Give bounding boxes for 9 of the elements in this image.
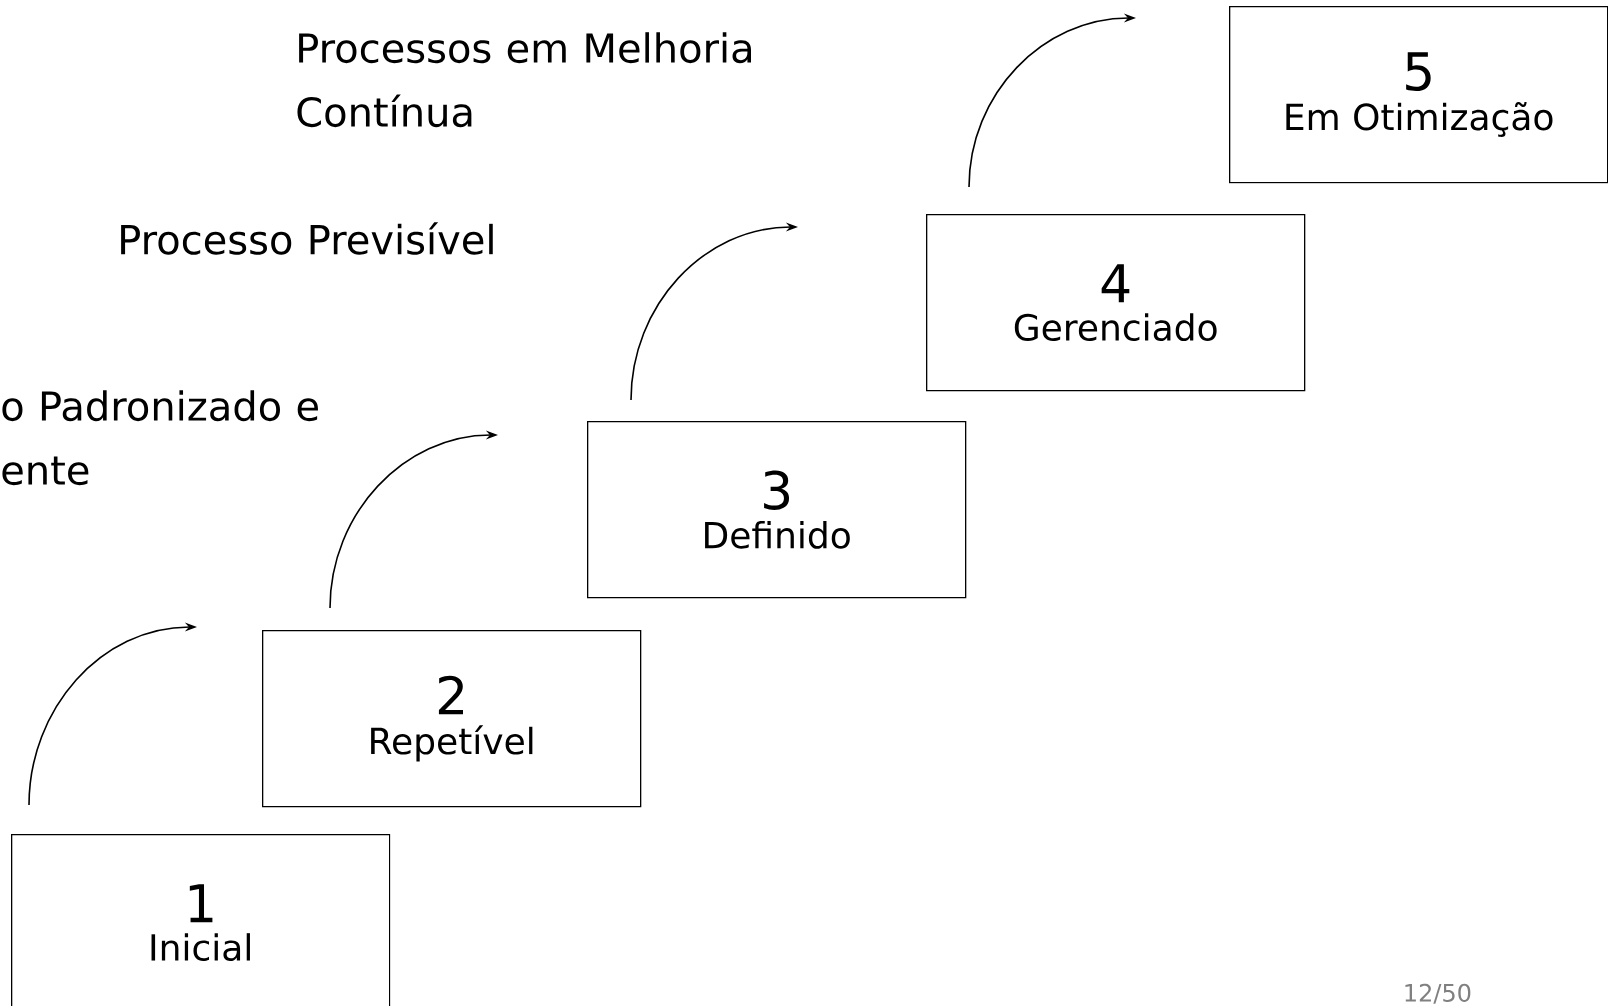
level-caption: Processo Previsível — [121, 222, 493, 255]
level-caption: Processos em Melhoria Contínua — [297, 32, 751, 128]
level-caption: o Padronizado e ente — [2, 390, 318, 486]
page-number: 12/50 — [1405, 983, 1471, 1004]
level-box: 2 Repetível — [262, 630, 642, 808]
level-box: 5 Em Otimização — [1229, 6, 1608, 184]
level-box: 1 Inicial — [11, 834, 391, 1006]
level-box: 4 Gerenciado — [926, 214, 1306, 392]
level-box: 3 Definido — [587, 421, 967, 599]
